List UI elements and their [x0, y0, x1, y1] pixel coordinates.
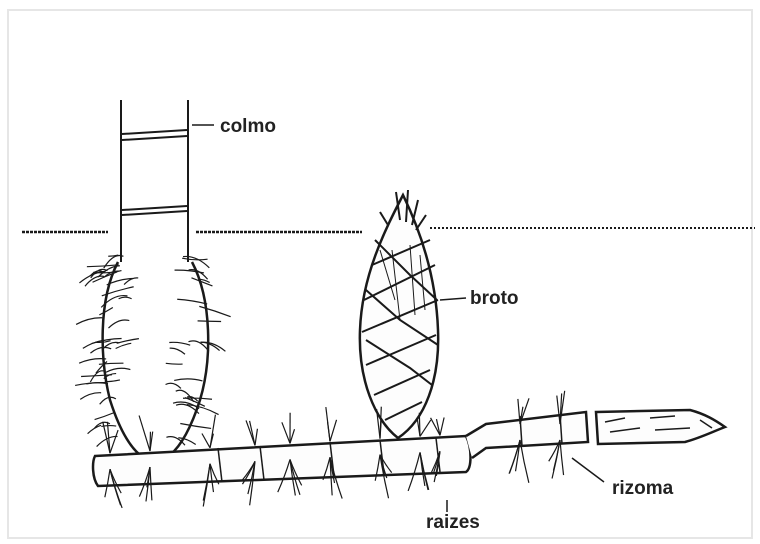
culm-root — [117, 339, 139, 344]
culm-root — [166, 363, 183, 364]
rhizome-shoot-root — [290, 429, 294, 443]
culm-root — [180, 424, 211, 429]
culm-root — [106, 368, 130, 372]
rhizome-shoot-root — [326, 407, 330, 441]
culm-root — [169, 342, 190, 345]
rhizome-root — [552, 440, 560, 479]
rhizome-shoot-root — [255, 429, 257, 446]
rhizome-shoot-root — [440, 417, 444, 435]
culm-root — [90, 347, 111, 353]
culm-root — [199, 306, 230, 316]
culm-root — [175, 270, 204, 273]
rhizome-shoot-root — [330, 420, 337, 442]
culm-root — [177, 299, 207, 304]
culm-root — [166, 383, 181, 388]
culm-root — [79, 359, 106, 364]
rhizome-shoot-root — [202, 434, 210, 448]
rhizome-root — [560, 440, 564, 475]
rhizome-shoot-root — [139, 416, 150, 452]
culm-root — [76, 318, 102, 325]
label-broto: broto — [470, 288, 519, 309]
label-raizes: raizes — [426, 512, 480, 533]
label-colmo: colmo — [220, 116, 276, 137]
culm-root — [183, 256, 209, 267]
culm — [103, 100, 209, 455]
culm-root — [100, 397, 116, 404]
culm-root — [187, 405, 219, 415]
culm-root — [88, 425, 101, 433]
culm-root — [119, 297, 132, 299]
culm-root — [95, 413, 114, 420]
culm-root — [108, 320, 129, 328]
culm-root — [174, 379, 202, 381]
label-rizoma: rizoma — [612, 478, 674, 499]
culm-root — [80, 393, 101, 400]
rhizome-shoot-root — [420, 420, 431, 437]
rhizome-shoot-root — [110, 430, 118, 453]
culm-root — [116, 343, 132, 348]
culm-root — [99, 307, 113, 314]
culm-root — [198, 321, 222, 322]
rhizome-shoot-root — [282, 422, 290, 443]
shoot — [360, 190, 438, 438]
culm-root — [86, 383, 108, 384]
culm-root — [170, 348, 185, 354]
